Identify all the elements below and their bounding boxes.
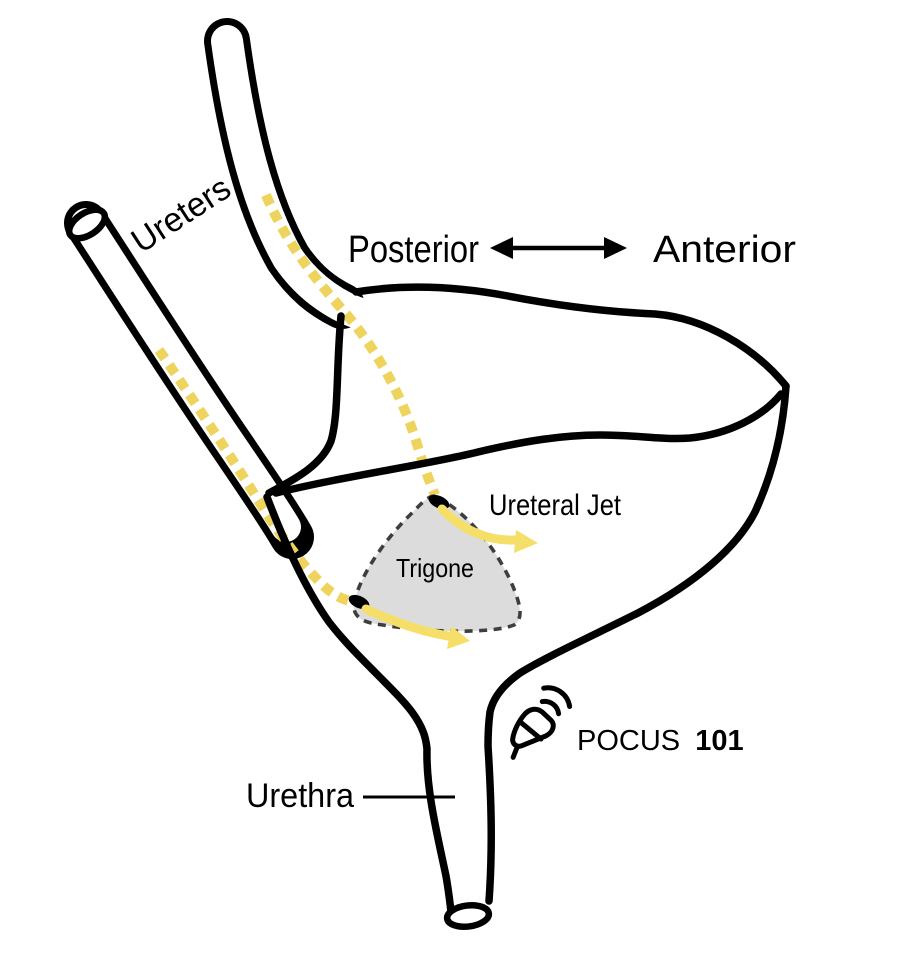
upper-jet-arrow [437, 504, 538, 553]
upper-ureter-tube [204, 18, 380, 331]
signal-arc-icon [541, 685, 573, 710]
bladder-funnel-and-urethra-left [263, 493, 455, 915]
lower-jet-arrowhead [447, 626, 470, 649]
trigone-label: Trigone [396, 553, 474, 583]
ureteral-jet-label: Ureteral Jet [489, 489, 622, 522]
trigone-region [352, 494, 522, 633]
urethra-callout: Urethra [246, 777, 455, 815]
urine-surface-line [272, 390, 785, 497]
bladder-right-edge-and-urethra [484, 382, 790, 905]
urethra-opening [443, 902, 493, 930]
ureters-label: Ureters [125, 169, 238, 261]
urethra-label: Urethra [246, 777, 354, 815]
anterior-label: Anterior [653, 229, 796, 271]
lower-urine-path-dashed [154, 347, 357, 607]
lower-ureter-lumen [71, 208, 301, 542]
bladder-left-contour [265, 312, 345, 497]
bladder-outline [263, 283, 790, 930]
brand-number: 101 [695, 725, 743, 757]
lower-ureter-opening [65, 206, 109, 242]
brand-text: POCUS [577, 725, 680, 757]
left-arrowhead-icon [490, 237, 513, 259]
upper-jet-arrowhead [514, 530, 538, 553]
bladder-top-edge [352, 283, 790, 390]
pocus-logo: POCUS 101 [510, 685, 744, 760]
orientation-indicator: Posterior Anterior [348, 229, 796, 271]
svg-text:POCUS 101: POCUS 101 [577, 725, 744, 757]
lower-jet-arrow [361, 604, 470, 649]
posterior-label: Posterior [348, 229, 479, 271]
ultrasound-probe-icon [510, 685, 573, 760]
upper-ureter-lumen [211, 25, 380, 331]
signal-arc-icon [539, 698, 562, 717]
right-arrowhead-icon [604, 237, 627, 259]
